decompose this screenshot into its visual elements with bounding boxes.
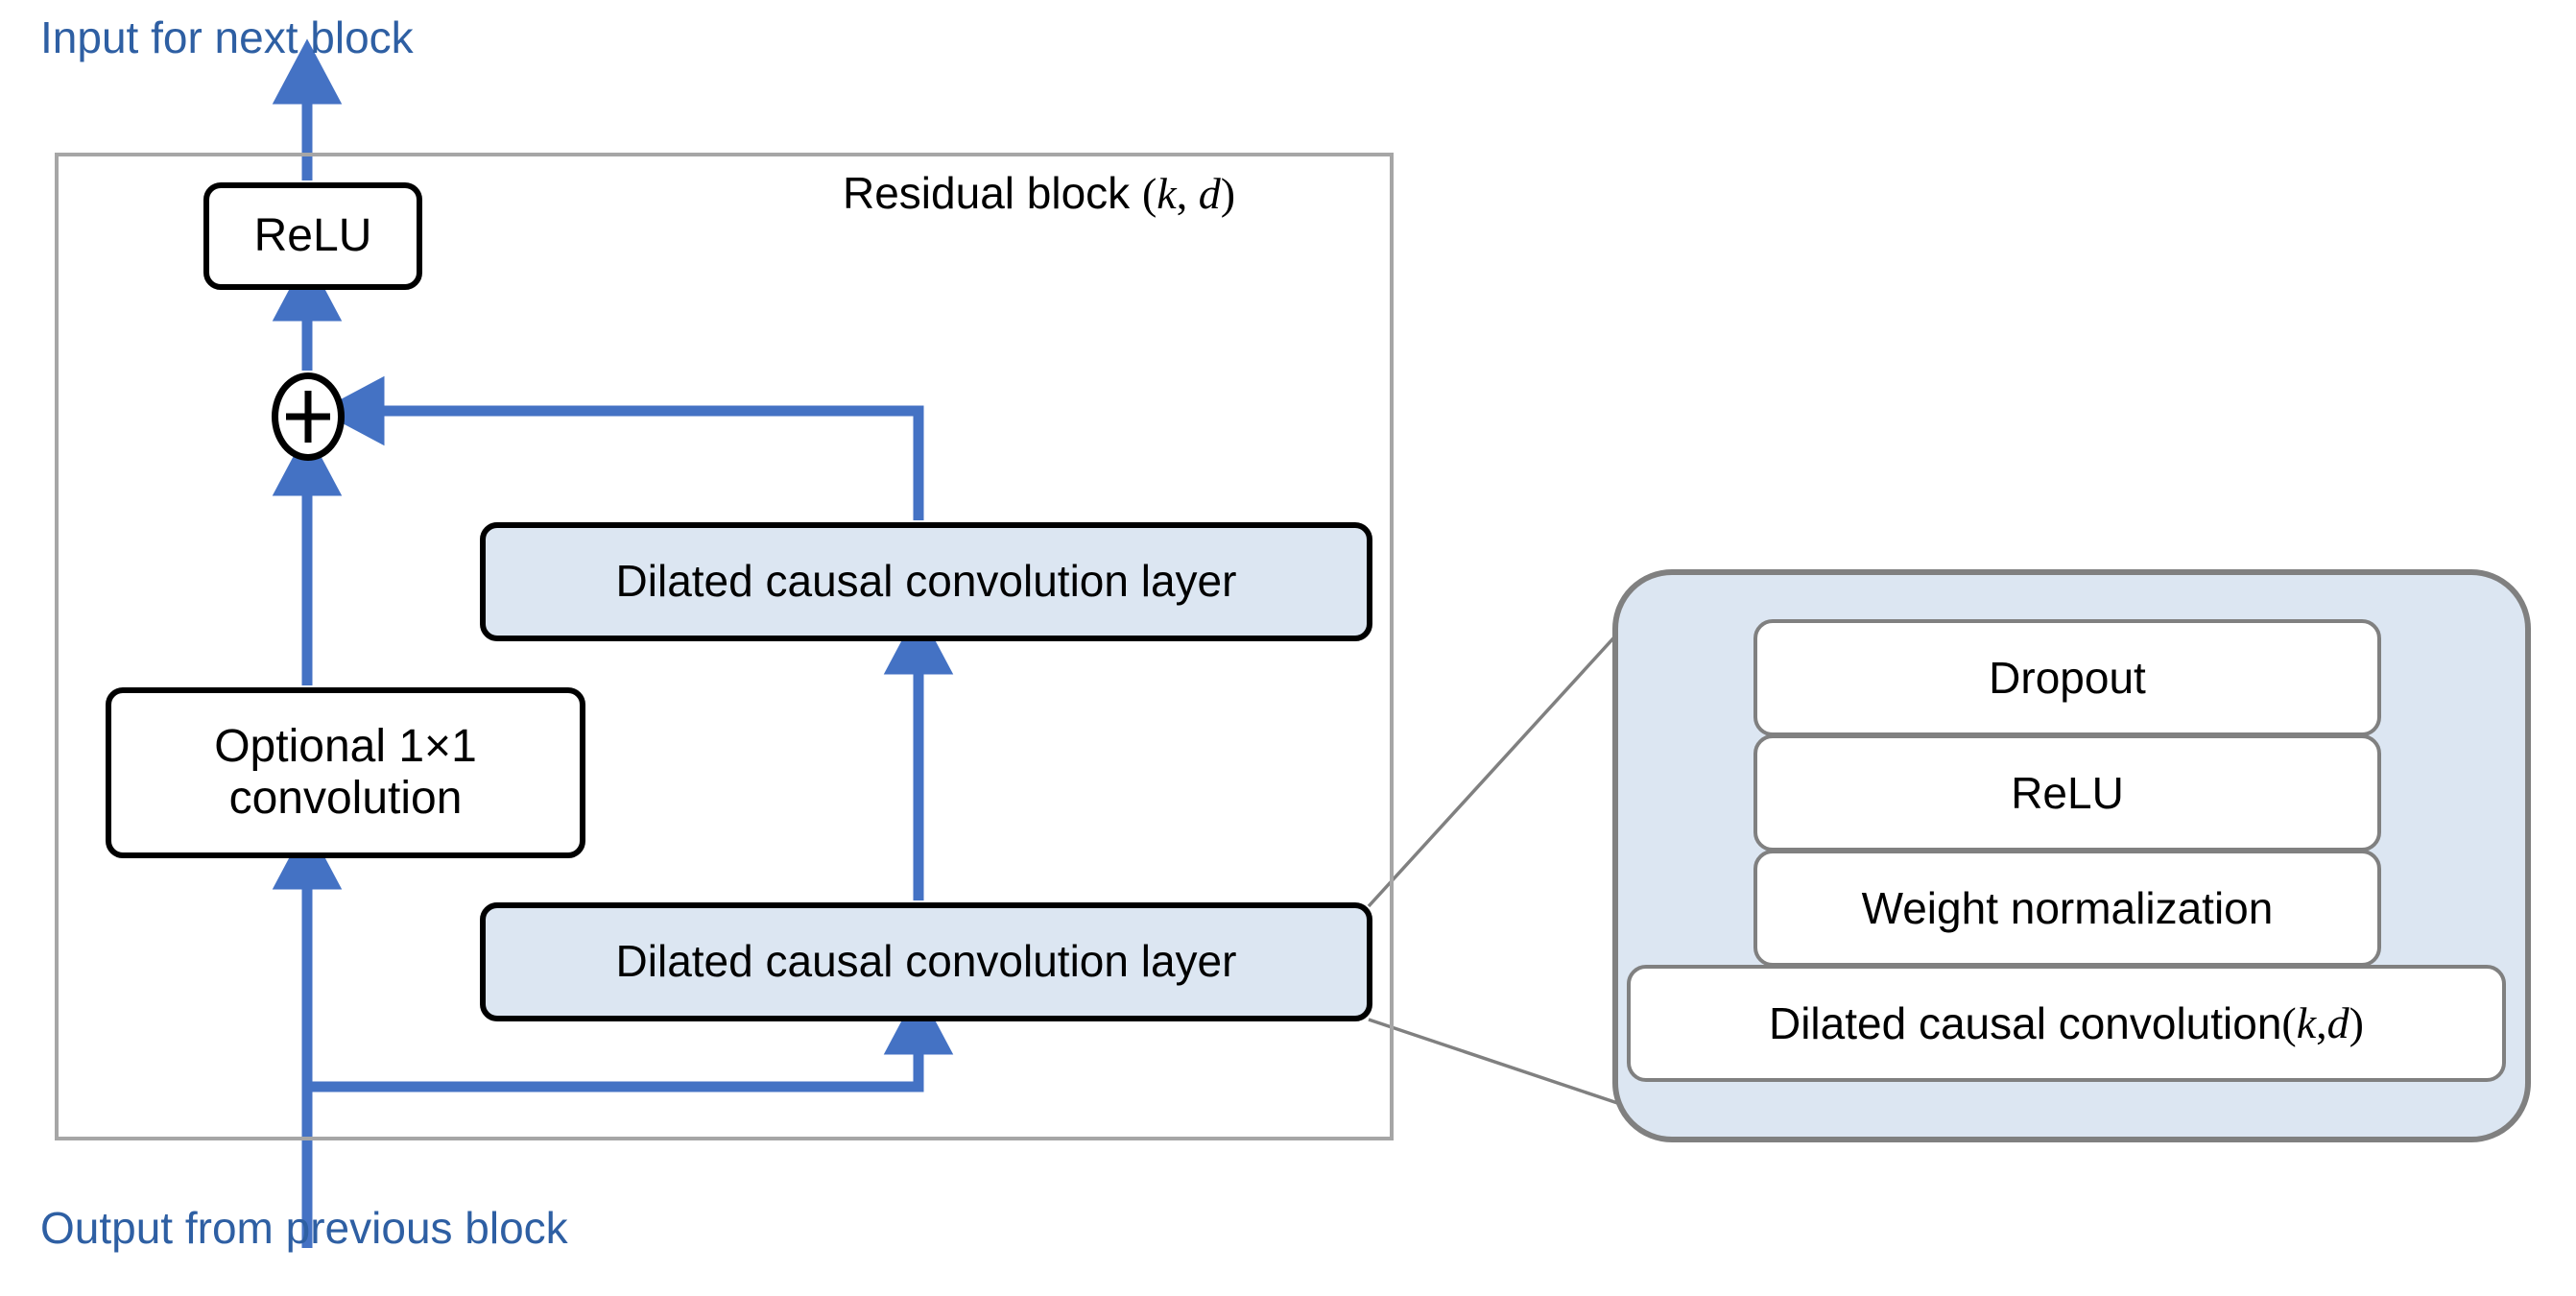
detail-dconv-open-paren: ( (2281, 998, 2297, 1047)
residual-block-frame (55, 153, 1394, 1140)
detail-row-relu[interactable]: ReLU (1753, 734, 2381, 852)
detail-row-dropout[interactable]: Dropout (1753, 619, 2381, 736)
input-for-next-block-label: Input for next block (40, 12, 414, 62)
optional-1x1-convolution-box[interactable]: Optional 1×1 convolution (106, 687, 585, 858)
residual-block-title-comma: , (1176, 169, 1199, 218)
detail-row-dilated-causal-convolution[interactable]: Dilated causal convolution (k, d) (1627, 965, 2506, 1082)
optional-conv-line-1: Optional 1×1 (214, 721, 477, 773)
optional-conv-line-2: convolution (228, 773, 463, 824)
detail-dconv-comma: , (2316, 998, 2327, 1047)
detail-dconv-close-paren: ) (2349, 998, 2364, 1047)
residual-block-title-close-paren: ) (1220, 169, 1236, 218)
callout-leader-upper (1367, 593, 1655, 908)
residual-block-title: Residual block (k, d) (843, 171, 1235, 216)
output-from-previous-block-label: Output from previous block (40, 1203, 568, 1253)
dilated-causal-convolution-layer-top[interactable]: Dilated causal convolution layer (480, 522, 1372, 641)
dilated-causal-convolution-layer-bottom[interactable]: Dilated causal convolution layer (480, 902, 1372, 1021)
detail-dconv-text: Dilated causal convolution (1768, 998, 2282, 1048)
residual-block-title-d: d (1198, 169, 1221, 218)
residual-block-title-text: Residual block (843, 168, 1142, 218)
detail-row-weight-normalization[interactable]: Weight normalization (1753, 850, 2381, 967)
residual-block-title-open-paren: ( (1141, 169, 1157, 218)
residual-block-title-k: k (1157, 169, 1177, 218)
detail-dconv-k: k (2296, 998, 2317, 1047)
detail-dconv-d: d (2326, 998, 2349, 1047)
relu-box[interactable]: ReLU (203, 182, 422, 290)
addition-node-icon (272, 372, 345, 461)
